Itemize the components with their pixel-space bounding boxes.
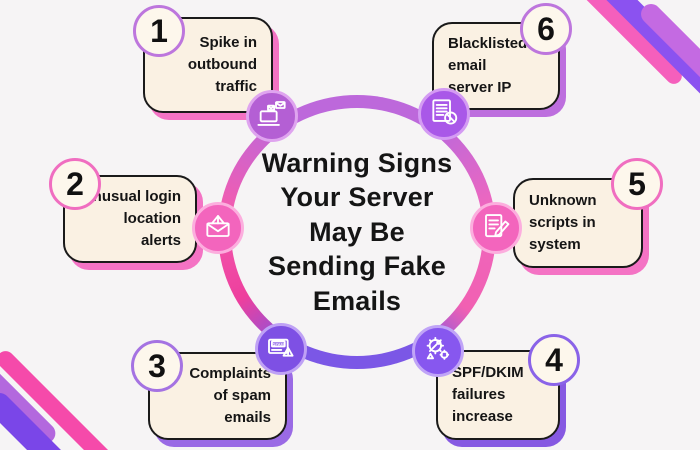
document-blocked-icon [428,96,460,133]
item-2-node [192,202,244,254]
document-edit-icon [480,210,512,247]
item-5-label: Unknown scripts in system [529,192,597,253]
item-1-number-badge: 1 [133,5,185,57]
item-5-node [470,202,522,254]
page-title: Warning Signs Your Server May Be Sending… [261,147,453,316]
item-6-node [418,88,470,140]
item-6-number-badge: 6 [520,3,572,55]
item-4-number-badge: 4 [528,334,580,386]
item-3-node: SPAM [255,323,307,375]
item-2-label: Unusual login location alerts [81,188,181,249]
envelope-sail-icon [202,210,234,247]
item-3-number-badge: 3 [131,340,183,392]
item-1-label: Spike in outbound traffic [187,34,257,95]
item-6-label: Blacklisted email server IP [448,35,528,96]
laptop-outbound-emails-icon [256,98,288,135]
spam-envelope-warning-icon: SPAM [265,331,297,368]
gradient-ring [218,95,496,369]
item-5-number-badge: 5 [611,158,663,210]
item-1-node [246,90,298,142]
item-4-node [412,325,464,377]
gears-tools-icon [422,333,454,370]
svg-text:SPAM: SPAM [273,342,284,346]
item-2-number-badge: 2 [49,158,101,210]
item-4-label: SPF/DKIM failures increase [452,364,524,425]
item-3-label: Complaints of spam emails [189,365,271,426]
